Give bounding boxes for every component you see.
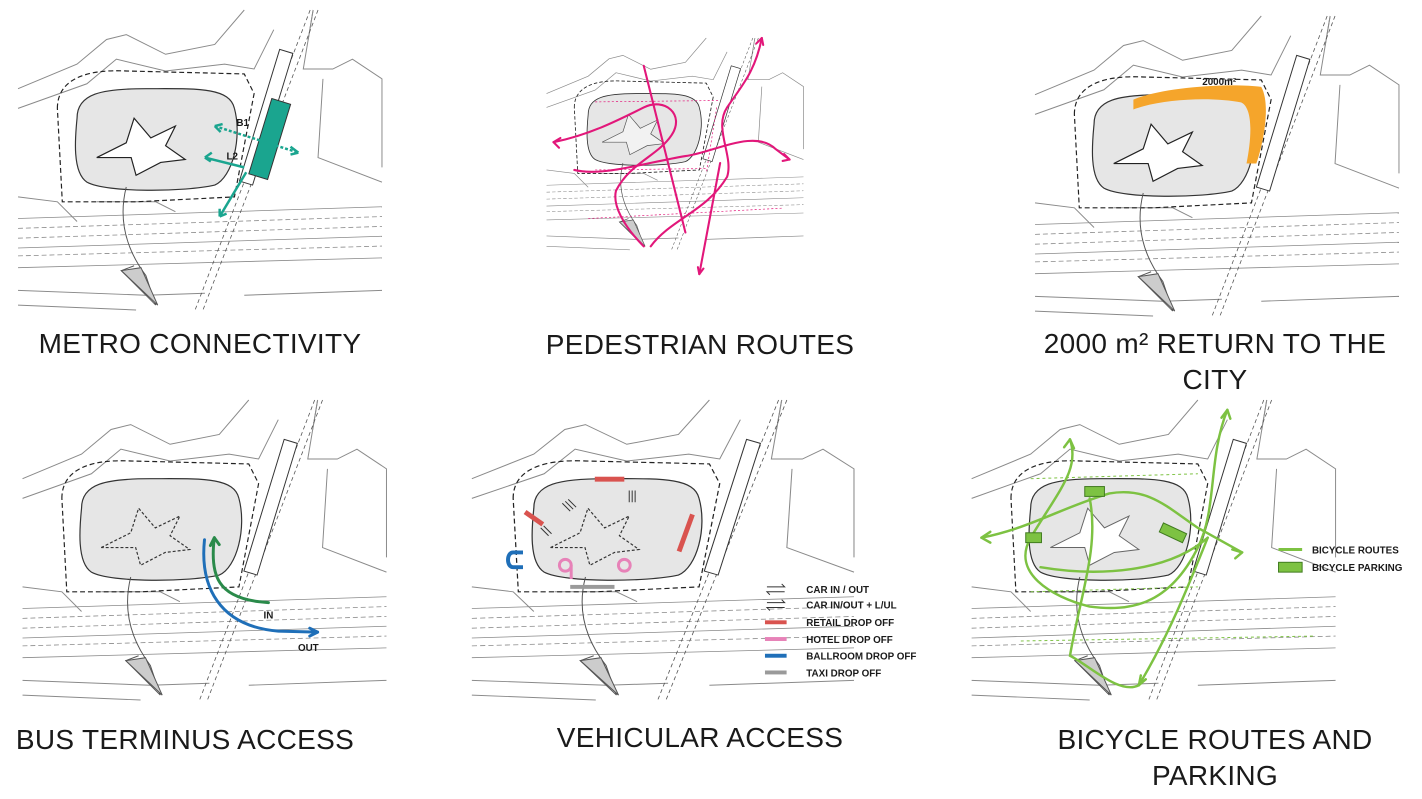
- return-city-map: 2000m²: [1034, 15, 1400, 317]
- pedestrian-map: [546, 36, 804, 276]
- legend-car-lul: CAR IN/OUT + L/UL: [806, 601, 896, 612]
- caption-return-city: 2000 m² RETURN TO THE CITY: [1043, 328, 1387, 395]
- bus-in-route: [211, 536, 270, 605]
- metro-station-block: [248, 97, 292, 181]
- metro-map: B1 L2: [17, 9, 383, 311]
- legend-ballroom-swatch: [764, 653, 787, 658]
- bicycle-map: BICYCLE ROUTES BICYCLE PARKING: [971, 399, 1403, 701]
- vehicular-diagram-panel: CAR IN / OUT CAR IN/OUT + L/UL RETAIL DR…: [468, 399, 938, 701]
- caption-vehicular: VEHICULAR ACCESS: [556, 722, 844, 753]
- bicycle-route-lines: [980, 408, 1244, 689]
- legend-taxi-swatch: [764, 670, 787, 675]
- legend-taxi: TAXI DROP OFF: [806, 668, 881, 679]
- metro-connection-arrows: [204, 122, 300, 218]
- metro-label-b1: B1: [236, 118, 249, 129]
- bicycle-parking-markers: [1025, 486, 1188, 544]
- pedestrian-diagram-panel: [545, 36, 805, 288]
- legend-retail: RETAIL DROP OFF: [806, 618, 894, 629]
- metro-diagram-panel: B1 L2: [10, 9, 390, 311]
- bicycle-legend: BICYCLE ROUTES BICYCLE PARKING: [1278, 545, 1403, 574]
- bus-label-out: OUT: [298, 643, 319, 654]
- bus-label-in: IN: [264, 610, 274, 621]
- bus-map: IN OUT: [21, 399, 388, 701]
- caption-pedestrian: PEDESTRIAN ROUTES: [545, 329, 855, 360]
- caption-bicycle: BICYCLE ROUTES AND PARKING: [1057, 724, 1373, 791]
- vehicular-legend: CAR IN / OUT CAR IN/OUT + L/UL RETAIL DR…: [764, 583, 916, 679]
- pedestrian-secondary-routes: [588, 100, 783, 219]
- caption-metro: METRO CONNECTIVITY: [38, 328, 362, 359]
- legend-bicycle-routes: BICYCLE ROUTES: [1312, 545, 1399, 556]
- caption-bus: BUS TERMINUS ACCESS: [15, 724, 355, 755]
- vehicular-map: CAR IN / OUT CAR IN/OUT + L/UL RETAIL DR…: [471, 399, 916, 701]
- pedestrian-route-lines: [552, 36, 791, 276]
- legend-hotel-swatch: [764, 637, 787, 641]
- return-city-diagram-panel: 2000m²: [1022, 15, 1412, 317]
- bus-diagram-panel: IN OUT: [12, 399, 397, 701]
- bicycle-diagram-panel: BICYCLE ROUTES BICYCLE PARKING: [968, 399, 1412, 701]
- drop-off-markers: [506, 476, 695, 589]
- legend-hotel: HOTEL DROP OFF: [806, 635, 892, 646]
- bicycle-secondary-routes: [1020, 473, 1316, 642]
- legend-car-in-out: CAR IN / OUT: [806, 585, 869, 596]
- bus-out-route: [202, 538, 320, 634]
- legend-car-in-out-icon: [765, 583, 786, 596]
- legend-car-lul-icon: [765, 599, 786, 611]
- metro-label-l2: L2: [227, 152, 239, 163]
- area-label: 2000m²: [1202, 77, 1237, 88]
- legend-parking-swatch: [1278, 561, 1303, 573]
- legend-retail-swatch: [764, 620, 787, 625]
- returned-area-shape: [1133, 85, 1266, 164]
- legend-bicycle-parking: BICYCLE PARKING: [1312, 563, 1403, 574]
- legend-ballroom: BALLROOM DROP OFF: [806, 652, 916, 663]
